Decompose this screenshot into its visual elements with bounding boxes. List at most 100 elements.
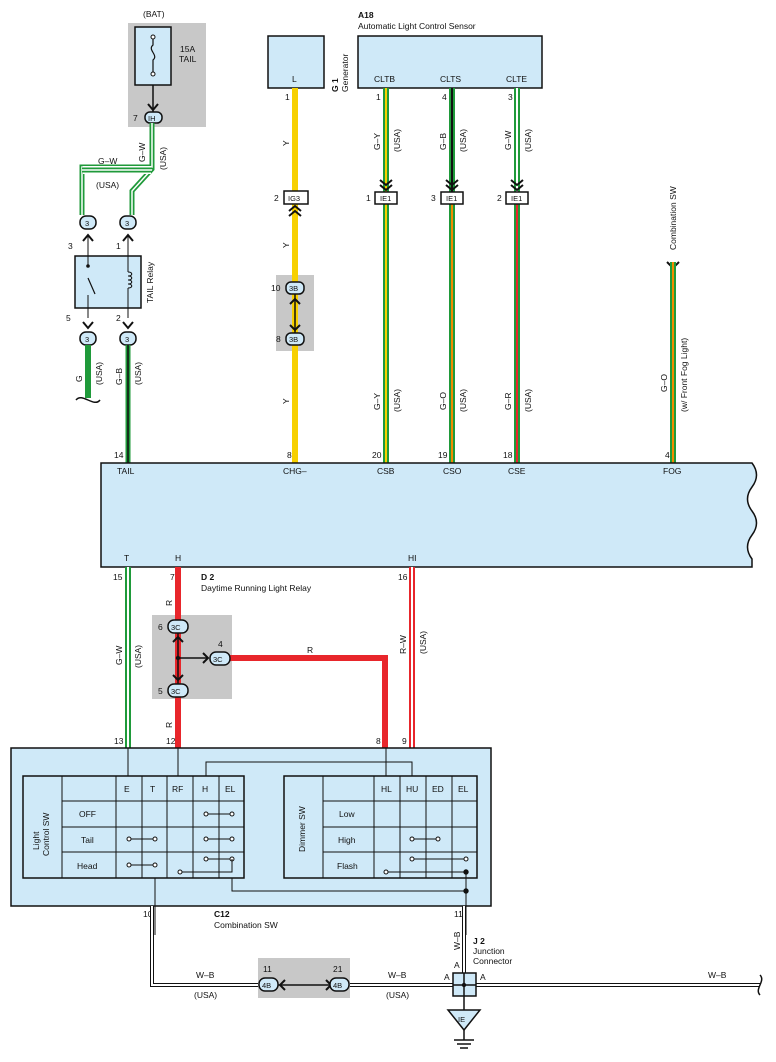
svg-text:H: H xyxy=(202,784,208,794)
svg-text:A18: A18 xyxy=(358,10,374,20)
svg-text:J 2: J 2 xyxy=(473,936,485,946)
svg-text:7: 7 xyxy=(133,113,138,123)
svg-text:(USA): (USA) xyxy=(418,631,428,654)
svg-text:4B: 4B xyxy=(262,981,271,990)
svg-text:IE1: IE1 xyxy=(446,194,457,203)
svg-text:15: 15 xyxy=(113,572,123,582)
svg-text:4: 4 xyxy=(218,639,223,649)
fuse-name: TAIL xyxy=(179,54,197,64)
svg-text:Generator: Generator xyxy=(340,54,350,92)
svg-text:3C: 3C xyxy=(171,687,181,696)
svg-text:G–W: G–W xyxy=(503,131,513,150)
svg-text:IE1: IE1 xyxy=(380,194,391,203)
svg-text:3C: 3C xyxy=(213,655,223,664)
svg-text:CSB: CSB xyxy=(377,466,395,476)
svg-text:W–B: W–B xyxy=(708,970,727,980)
wire-gw-a: G–W xyxy=(98,156,117,166)
svg-text:Y: Y xyxy=(281,242,291,248)
svg-text:W–B: W–B xyxy=(388,970,407,980)
svg-text:(w/ Front Fog Light): (w/ Front Fog Light) xyxy=(679,338,689,412)
svg-text:H: H xyxy=(175,553,181,563)
svg-text:FOG: FOG xyxy=(663,466,681,476)
svg-text:1: 1 xyxy=(285,92,290,102)
svg-text:RF: RF xyxy=(172,784,183,794)
svg-text:A: A xyxy=(454,960,460,970)
svg-text:Daytime Running Light Relay: Daytime Running Light Relay xyxy=(201,583,312,593)
svg-text:3C: 3C xyxy=(171,623,181,632)
svg-text:CHG–: CHG– xyxy=(283,466,307,476)
svg-text:(USA): (USA) xyxy=(458,389,468,412)
svg-text:EL: EL xyxy=(225,784,236,794)
svg-text:C12: C12 xyxy=(214,909,230,919)
svg-text:3: 3 xyxy=(508,92,513,102)
svg-text:14: 14 xyxy=(114,450,124,460)
svg-text:1: 1 xyxy=(116,241,121,251)
svg-text:HL: HL xyxy=(381,784,392,794)
svg-text:Dimmer SW: Dimmer SW xyxy=(297,806,307,852)
svg-text:G 1: G 1 xyxy=(330,78,340,92)
svg-text:R: R xyxy=(164,600,174,606)
fuse-icon xyxy=(150,37,156,74)
svg-text:Automatic Light Control Sensor: Automatic Light Control Sensor xyxy=(358,21,476,31)
svg-text:Connector: Connector xyxy=(473,956,512,966)
svg-text:8: 8 xyxy=(276,334,281,344)
svg-text:3: 3 xyxy=(125,219,129,228)
svg-text:3: 3 xyxy=(125,335,129,344)
svg-text:4B: 4B xyxy=(333,981,342,990)
svg-text:G–W: G–W xyxy=(114,646,124,665)
svg-text:2: 2 xyxy=(116,313,121,323)
svg-text:(USA): (USA) xyxy=(523,129,533,152)
svg-text:8: 8 xyxy=(376,736,381,746)
svg-text:W–B: W–B xyxy=(196,970,215,980)
svg-text:Y: Y xyxy=(281,140,291,146)
svg-text:(USA): (USA) xyxy=(133,362,143,385)
svg-text:Combination SW: Combination SW xyxy=(668,186,678,250)
svg-text:G–Y: G–Y xyxy=(372,133,382,150)
svg-text:10: 10 xyxy=(143,909,153,919)
svg-text:TAIL Relay: TAIL Relay xyxy=(145,261,155,303)
svg-text:3B: 3B xyxy=(289,335,298,344)
svg-text:W–B: W–B xyxy=(452,931,462,950)
svg-text:3: 3 xyxy=(431,193,436,203)
svg-text:G–B: G–B xyxy=(438,133,448,150)
svg-text:G: G xyxy=(74,375,84,382)
svg-text:G–O: G–O xyxy=(438,392,448,410)
drl-relay-box xyxy=(100,462,758,568)
svg-text:Low: Low xyxy=(339,809,355,819)
svg-text:1: 1 xyxy=(366,193,371,203)
svg-text:Tail: Tail xyxy=(81,835,94,845)
svg-text:T: T xyxy=(150,784,155,794)
svg-text:1: 1 xyxy=(376,92,381,102)
svg-text:D 2: D 2 xyxy=(201,572,215,582)
svg-text:8: 8 xyxy=(287,450,292,460)
svg-text:5: 5 xyxy=(158,686,163,696)
svg-text:Y: Y xyxy=(281,398,291,404)
ground-icon xyxy=(446,1009,482,1032)
svg-text:IE: IE xyxy=(458,1015,465,1024)
svg-text:(USA): (USA) xyxy=(133,645,143,668)
drl-top-pins: 14 8 20 19 18 4 TAIL CHG– CSB CSO CSE FO… xyxy=(114,450,681,476)
svg-text:G–W: G–W xyxy=(137,143,147,162)
svg-text:Control SW: Control SW xyxy=(41,813,51,856)
svg-text:13: 13 xyxy=(114,736,124,746)
svg-text:3: 3 xyxy=(85,335,89,344)
svg-text:(USA): (USA) xyxy=(194,990,217,1000)
svg-text:(USA): (USA) xyxy=(96,180,119,190)
svg-text:R: R xyxy=(164,722,174,728)
svg-text:16: 16 xyxy=(398,572,408,582)
svg-text:3B: 3B xyxy=(289,284,298,293)
svg-text:High: High xyxy=(338,835,356,845)
light-control-table xyxy=(22,775,245,879)
svg-text:2: 2 xyxy=(274,193,279,203)
svg-text:CLTS: CLTS xyxy=(440,74,461,84)
svg-text:CSO: CSO xyxy=(443,466,462,476)
svg-text:6: 6 xyxy=(158,622,163,632)
svg-text:4: 4 xyxy=(665,450,670,460)
svg-text:T: T xyxy=(124,553,129,563)
drl-bottom-pins: T H HI 15 7 16 xyxy=(113,553,417,582)
conn-ig3 xyxy=(283,190,309,205)
svg-text:R: R xyxy=(307,645,313,655)
svg-text:G–R: G–R xyxy=(503,393,513,410)
svg-text:CLTB: CLTB xyxy=(374,74,395,84)
